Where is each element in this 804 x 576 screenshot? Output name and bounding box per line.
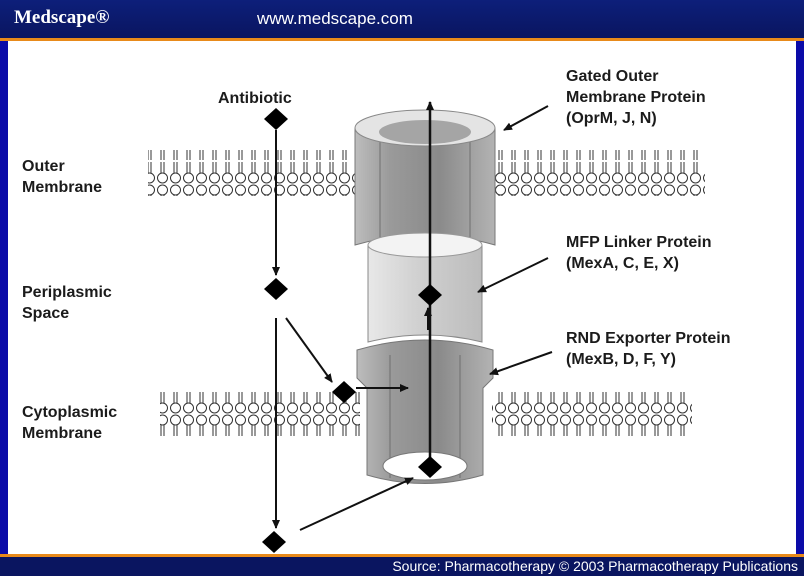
footer-divider xyxy=(0,554,804,557)
pointer-rnd-exporter xyxy=(490,352,552,374)
gated-outer-protein-label: Gated Outer Membrane Protein (OprM, J, N… xyxy=(566,66,706,129)
antibiotic-diamond-6 xyxy=(262,531,286,553)
rnd-exporter-label: RND Exporter Protein (MexB, D, F, Y) xyxy=(566,328,730,370)
cytoplasmic-membrane-right xyxy=(492,392,692,438)
cytoplasmic-membrane-label: Cytoplasmic Membrane xyxy=(22,402,117,444)
gated-outer-channel xyxy=(355,110,495,245)
mfp-linker-channel xyxy=(368,233,482,342)
cytoplasmic-membrane-left xyxy=(160,392,360,438)
outer-membrane-left xyxy=(148,150,360,196)
diagonal-arrow xyxy=(286,318,332,382)
antibiotic-label: Antibiotic xyxy=(218,88,292,109)
mfp-linker-label: MFP Linker Protein (MexA, C, E, X) xyxy=(566,232,712,274)
antibiotic-diamond-1 xyxy=(264,108,288,130)
periplasmic-space-label: Periplasmic Space xyxy=(22,282,112,324)
cytoplasm-uptake-arrow xyxy=(300,478,413,530)
outer-membrane-label: Outer Membrane xyxy=(22,156,102,198)
pointer-gated-protein xyxy=(504,106,548,130)
pointer-mfp-linker xyxy=(478,258,548,292)
outer-membrane-right xyxy=(495,150,705,196)
source-credit: Source: Pharmacotherapy © 2003 Pharmacot… xyxy=(392,558,798,574)
antibiotic-diamond-2 xyxy=(264,278,288,300)
